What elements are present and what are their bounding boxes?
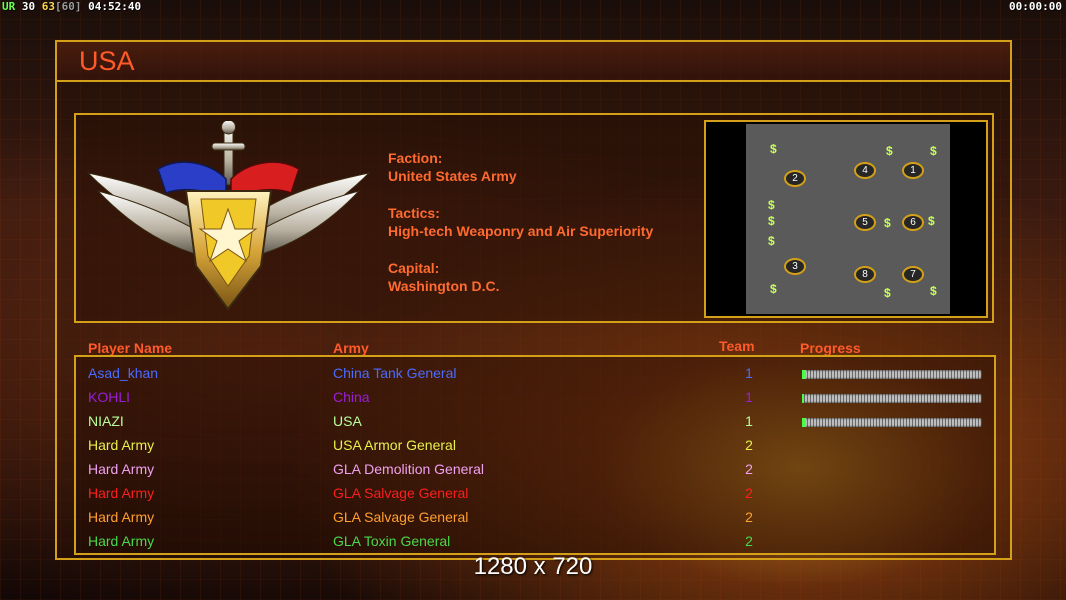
player-name: NIAZI <box>88 413 124 429</box>
player-team: 1 <box>745 389 753 405</box>
tactics-value: High-tech Weaponry and Air Superiority <box>388 223 654 239</box>
hud-num: 30 <box>21 0 36 13</box>
hud-fps: 63 <box>41 0 55 13</box>
player-army: GLA Toxin General <box>333 533 451 549</box>
start-spot-2: 2 <box>784 170 806 187</box>
table-row: Hard Army GLA Salvage General 2 <box>76 482 994 506</box>
tactics-label: Tactics: <box>388 205 440 221</box>
capital-label: Capital: <box>388 260 440 276</box>
table-row: Hard Army GLA Demolition General 2 <box>76 458 994 482</box>
usa-emblem-icon <box>86 121 371 311</box>
player-name: Hard Army <box>88 509 155 525</box>
player-team: 2 <box>745 533 753 549</box>
faction-info-panel: Faction: United States Army Tactics: Hig… <box>74 113 994 323</box>
start-spot-8: 8 <box>854 266 876 283</box>
supply-icon: $ <box>768 198 775 212</box>
supply-icon: $ <box>928 214 935 228</box>
faction-details: Faction: United States Army Tactics: Hig… <box>388 149 653 314</box>
player-army: China <box>333 389 370 405</box>
hud-ur: UR <box>2 0 16 13</box>
faction-title: USA <box>79 46 135 76</box>
start-spot-1: 1 <box>902 162 924 179</box>
progress-fill <box>802 370 806 379</box>
table-row: Asad_khan China Tank General 1 <box>76 362 994 386</box>
minimap: 4 1 2 5 6 3 8 7 $ $ $ $ $ $ $ $ $ $ $ <box>746 124 950 314</box>
supply-icon: $ <box>930 144 937 158</box>
player-name: Asad_khan <box>88 365 159 381</box>
header-progress: Progress <box>800 340 861 356</box>
supply-icon: $ <box>886 144 893 158</box>
player-team: 2 <box>745 437 753 453</box>
header-team: Team <box>719 338 755 354</box>
resolution-label: 1280 x 720 <box>473 553 593 580</box>
table-row: KOHLI China 1 <box>76 386 994 410</box>
player-name: Hard Army <box>88 461 155 477</box>
header-player-name: Player Name <box>88 340 173 356</box>
supply-icon: $ <box>884 286 891 300</box>
supply-icon: $ <box>770 282 777 296</box>
faction-value: United States Army <box>388 168 517 184</box>
player-army: China Tank General <box>333 365 457 381</box>
player-name: Hard Army <box>88 437 155 453</box>
start-spot-3: 3 <box>784 258 806 275</box>
player-name: Hard Army <box>88 533 155 549</box>
player-name: KOHLI <box>88 389 131 405</box>
start-spot-7: 7 <box>902 266 924 283</box>
progress-bar <box>802 394 982 403</box>
supply-icon: $ <box>884 216 891 230</box>
player-team: 2 <box>745 485 753 501</box>
player-team: 1 <box>745 365 753 381</box>
header-army: Army <box>333 340 369 356</box>
capital-value: Washington D.C. <box>388 278 500 294</box>
start-spot-5: 5 <box>854 214 876 231</box>
start-spot-4: 4 <box>854 162 876 179</box>
hud-timer: 00:00:00 <box>1009 0 1062 13</box>
start-spot-6: 6 <box>902 214 924 231</box>
table-row: Hard Army GLA Salvage General 2 <box>76 506 994 530</box>
faction-label: Faction: <box>388 150 443 166</box>
progress-fill <box>802 418 806 427</box>
hud-fps-cap: [60] <box>55 0 82 13</box>
supply-icon: $ <box>930 284 937 298</box>
table-row: Hard Army USA Armor General 2 <box>76 434 994 458</box>
player-army: GLA Demolition General <box>333 461 484 477</box>
progress-bar <box>802 370 982 379</box>
player-army: GLA Salvage General <box>333 485 469 501</box>
supply-icon: $ <box>770 142 777 156</box>
player-army: USA <box>333 413 362 429</box>
supply-icon: $ <box>768 234 775 248</box>
progress-bar <box>802 418 982 427</box>
supply-icon: $ <box>768 214 775 228</box>
minimap-frame: 4 1 2 5 6 3 8 7 $ $ $ $ $ $ $ $ $ $ $ <box>704 120 988 318</box>
player-army: GLA Salvage General <box>333 509 469 525</box>
title-bar: USA <box>57 42 1010 82</box>
table-row: NIAZI USA 1 <box>76 410 994 434</box>
player-team: 1 <box>745 413 753 429</box>
player-team: 2 <box>745 461 753 477</box>
hud-stats: UR 30 63[60] 04:52:40 <box>2 0 141 13</box>
table-row: Hard Army GLA Toxin General 2 <box>76 530 994 554</box>
player-army: USA Armor General <box>333 437 456 453</box>
hud-clock: 04:52:40 <box>88 0 142 13</box>
player-team: 2 <box>745 509 753 525</box>
progress-fill <box>802 394 804 403</box>
player-name: Hard Army <box>88 485 155 501</box>
